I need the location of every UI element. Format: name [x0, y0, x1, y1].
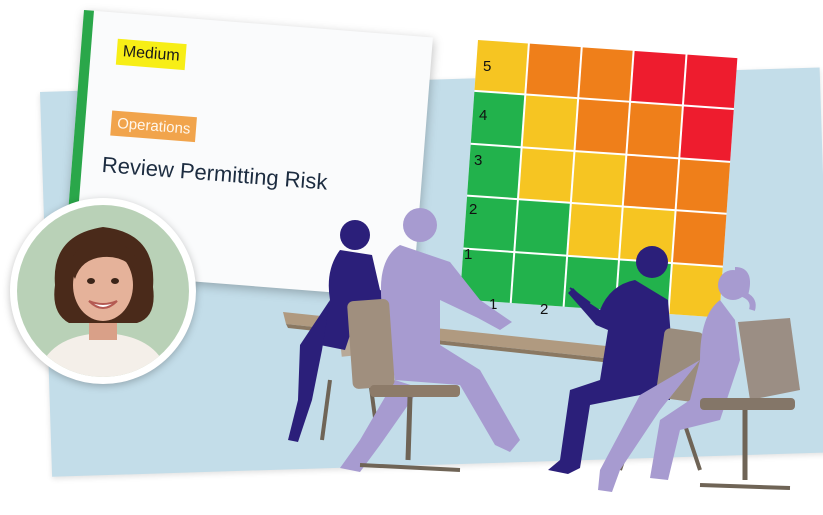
matrix-y-label-4: 4: [479, 107, 488, 124]
matrix-y-label-3: 3: [474, 152, 483, 169]
matrix-y-label-5: 5: [483, 58, 492, 75]
matrix-y-label-1: 1: [464, 246, 473, 263]
matrix-x-label-2: 2: [540, 301, 549, 318]
matrix-x-label-1: 1: [489, 296, 498, 313]
woman-portrait-icon: [17, 205, 189, 377]
avatar: [10, 198, 196, 384]
matrix-y-label-2: 2: [469, 201, 478, 218]
